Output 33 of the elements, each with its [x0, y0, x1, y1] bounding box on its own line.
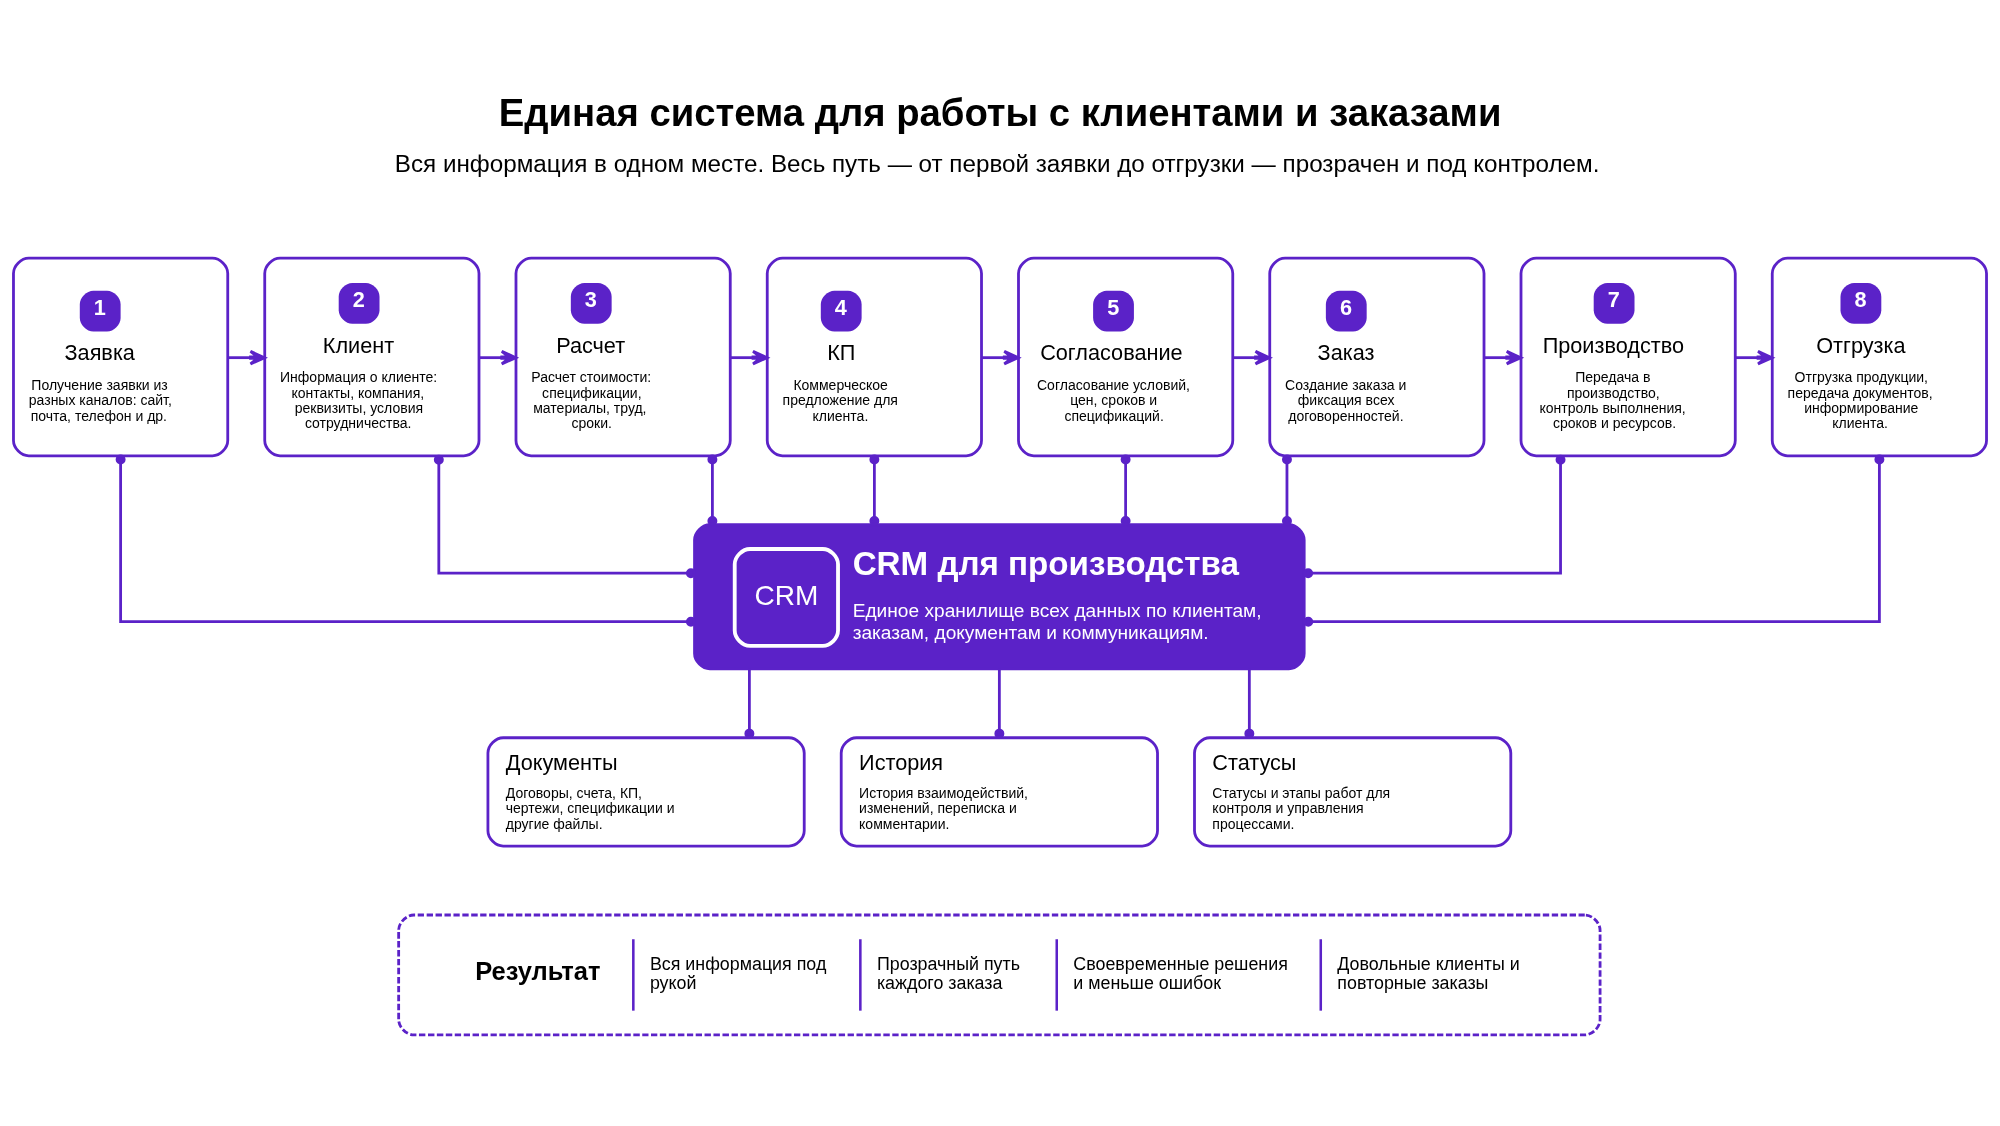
label: Вся информация в одном месте. Весь путь — от первой заявки до отгрузки — прозрачен и под контролем.	[394, 150, 1600, 178]
connector	[744, 668, 755, 739]
arrow	[479, 349, 518, 366]
connector	[433, 454, 696, 579]
node-box: Документы Договоры, счета, КП, чертежи, спецификации и другие файлы.	[486, 736, 806, 848]
node-box: 4 КП Коммерческое предложение для клиента.	[765, 256, 983, 458]
node-box: 1 Заявка Получение заявки из разных каналов: сайт, почта, телефон и др.	[12, 256, 230, 458]
arrow	[981, 349, 1020, 366]
connector	[994, 668, 1005, 739]
node-box: История История взаимодействий, изменений, переписка и комментарии.	[839, 736, 1159, 848]
node-box: 6 Заказ Создание заказа и фиксация всех договоренностей.	[1268, 256, 1486, 458]
arrow	[730, 349, 769, 366]
arrow	[227, 349, 266, 366]
node-box: Статусы Статусы и этапы работ для контроля и управления процессами.	[1193, 736, 1513, 848]
connector	[1282, 454, 1292, 526]
node-box: 3 Расчет Расчет стоимости: спецификации, материалы, труд, сроки.	[514, 256, 732, 458]
node-box: 7 Производство Передача в производство, контроль выполнения, сроков и ресурсов.	[1519, 256, 1737, 458]
connector	[869, 454, 880, 526]
arrow	[1735, 349, 1774, 366]
node-box: Результат Вся информация под рукой Прозрачный путь каждого заказа Своевременные решения и меньше ошибок Довольные клиенты и повторные заказы	[397, 913, 1602, 1037]
connector	[1120, 454, 1131, 526]
arrow	[1484, 349, 1523, 366]
diagram-title: Единая система для работы с клиентами и заказами	[498, 90, 1502, 134]
node-box: 5 Согласование Согласование условий, цен, сроков и спецификаций.	[1017, 256, 1235, 458]
node-box: 8 Отгрузка Отгрузка продукции, передача документов, информирование клиента.	[1770, 256, 1988, 458]
connector	[1303, 454, 1885, 627]
connector	[115, 454, 696, 627]
connector	[1244, 668, 1255, 739]
connector	[707, 454, 718, 526]
arrow	[1232, 349, 1271, 366]
connector	[1303, 454, 1566, 579]
node-box: 2 Клиент Информация о клиенте: контакты, компания, реквизиты, условия сотрудничества.	[263, 256, 481, 458]
node-box: CRM CRM для производства Единое хранилище всех данных по клиентам, заказам, документам и коммуникациям.	[693, 523, 1306, 671]
